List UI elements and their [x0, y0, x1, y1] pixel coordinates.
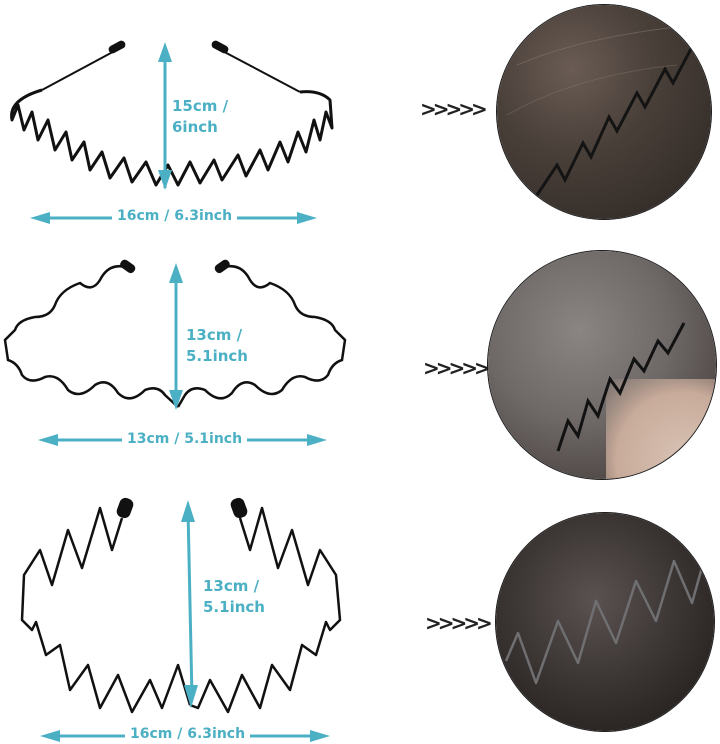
- height-label: 15cm / 6inch: [172, 97, 229, 136]
- hair-closeup-photo: [496, 513, 714, 731]
- arrow-chevrons-icon: >>>>>: [420, 97, 488, 121]
- product-row-1: 15cm / 6inch 16cm / 6.3inch >>>>>: [0, 0, 720, 245]
- headband-in-hair-graphic: [556, 322, 686, 452]
- hair-closeup-photo: [497, 5, 711, 219]
- arrow-chevrons-icon: >>>>>: [423, 356, 491, 380]
- height-label: 13cm / 5.1inch: [203, 577, 265, 616]
- hair-closeup-photo: [488, 251, 716, 479]
- product-row-3: 13cm / 5.1inch 16cm / 6.3inch >>>>>: [0, 480, 720, 744]
- wave-headband-diagram: [3, 259, 347, 446]
- headband-in-hair-graphic: [506, 24, 698, 196]
- height-label: 13cm / 5.1inch: [186, 326, 248, 365]
- width-label: 16cm / 6.3inch: [112, 208, 238, 224]
- arrow-chevrons-icon: >>>>>: [425, 611, 493, 635]
- product-row-2: 13cm / 5.1inch 13cm / 5.1inch >>>>>: [0, 245, 720, 490]
- width-label: 16cm / 6.3inch: [125, 726, 251, 742]
- zigzag-headband-diagram: [20, 497, 342, 742]
- headband-in-hair-graphic: [504, 552, 708, 685]
- width-label: 13cm / 5.1inch: [122, 431, 248, 447]
- scalp-area: [606, 379, 716, 479]
